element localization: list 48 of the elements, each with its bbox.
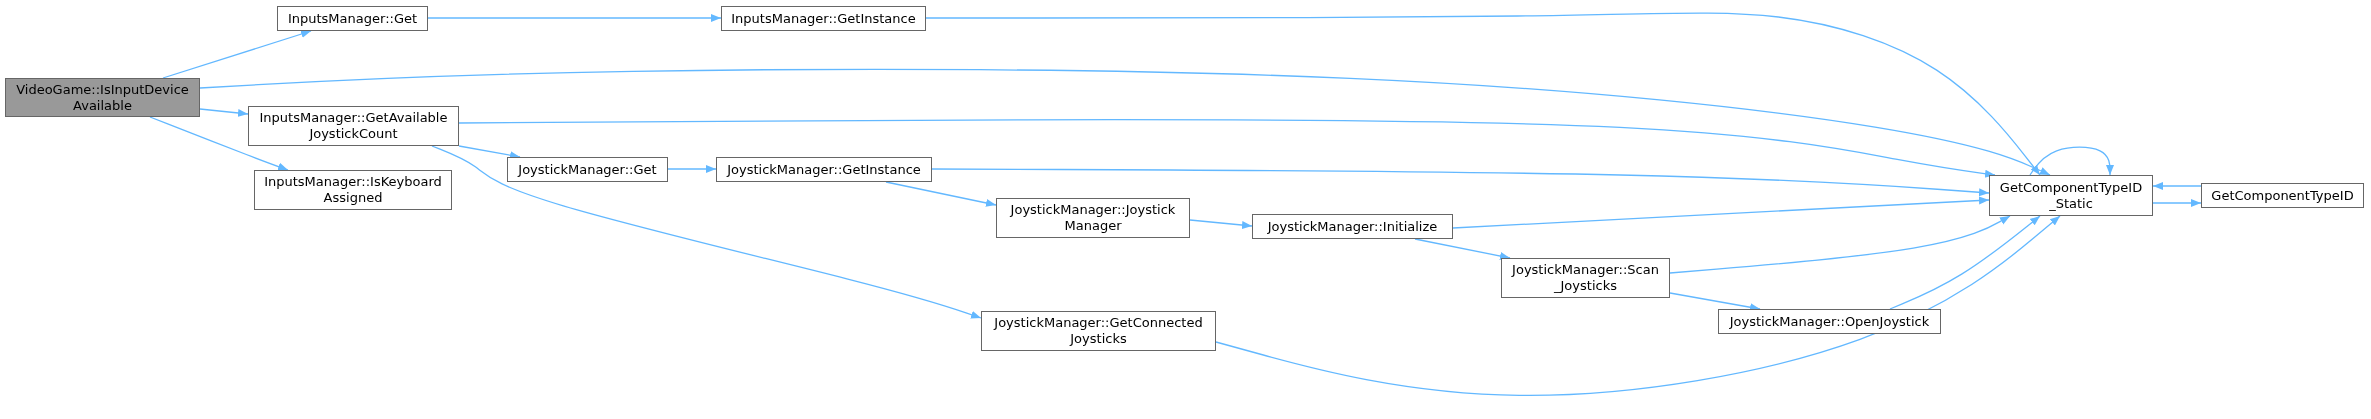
arrow	[149, 116, 289, 171]
arrow	[931, 168, 1990, 197]
arrow	[2152, 199, 2202, 207]
function-name: JoystickManager::Joystick Manager	[1008, 202, 1177, 234]
arrow	[199, 68, 2051, 176]
arrow	[427, 14, 722, 22]
function-name: GetComponentTypeID _Static	[1998, 179, 2144, 212]
function-box	[2201, 183, 2364, 208]
arrow	[925, 12, 2041, 176]
arrow	[458, 119, 1996, 178]
function-name: JoystickManager::GetInstance	[727, 161, 921, 178]
arrow	[2029, 146, 2114, 176]
highlighted-function-box	[5, 78, 200, 117]
function-name: JoystickManager::OpenJoystick	[1729, 313, 1930, 330]
arrow	[1414, 238, 1511, 260]
arrow	[2152, 182, 2202, 190]
function-name: InputsManager::GetAvailable JoystickCount	[258, 110, 449, 142]
arrow	[199, 108, 249, 117]
function-name: JoystickManager::Initialize	[1267, 218, 1438, 235]
function-box	[1501, 258, 1670, 298]
arrow	[885, 181, 997, 207]
function-name: JoystickManager::GetConnected Joysticks	[992, 315, 1204, 347]
arrow	[1189, 219, 1253, 229]
function-box	[716, 157, 932, 182]
arrow	[162, 30, 312, 79]
function-box	[1252, 214, 1453, 239]
function-box	[277, 6, 428, 31]
function-box	[996, 198, 1190, 238]
function-name: InputsManager::GetInstance	[731, 10, 916, 27]
arrow	[1669, 215, 2011, 274]
arrow	[1215, 215, 2061, 396]
arrow	[667, 165, 717, 173]
function-name: InputsManager::IsKeyboard Assigned	[263, 174, 443, 206]
function-box	[721, 6, 926, 31]
function-name: JoystickManager::Scan _Joysticks	[1510, 262, 1660, 294]
function-box	[981, 311, 1216, 351]
arrow	[1889, 215, 2041, 310]
function-name: VideoGame::IsInputDevice Available	[15, 81, 190, 114]
function-name: InputsManager::Get	[287, 10, 418, 27]
function-box	[1718, 309, 1941, 334]
arrow	[1452, 196, 1990, 229]
function-box	[254, 170, 452, 210]
function-name: GetComponentTypeID	[2211, 187, 2354, 204]
function-box	[1989, 175, 2153, 216]
function-box	[507, 157, 668, 182]
function-name: JoystickManager::Get	[518, 161, 657, 178]
function-box	[248, 106, 459, 146]
arrow	[431, 145, 982, 319]
